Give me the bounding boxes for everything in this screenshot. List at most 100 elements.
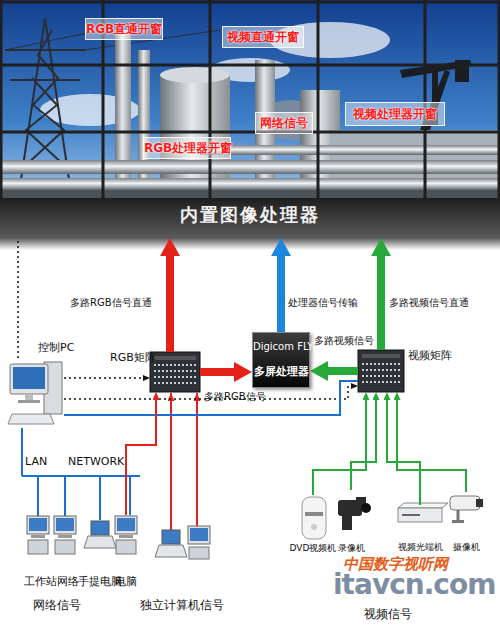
node-label: RGB处理器开窗: [144, 138, 230, 158]
computer: 电脑: [114, 515, 138, 555]
signal-connector: [313, 400, 366, 495]
computer-icon: [189, 547, 209, 559]
video-device-icon: [476, 499, 483, 507]
node-label: 录像机: [338, 543, 365, 554]
node-label: 视频矩阵: [408, 349, 452, 362]
pipeline: [200, 145, 500, 155]
wall-window: RGB处理器开窗: [143, 137, 231, 159]
signal-wire: [171, 393, 197, 530]
matrix-device: [154, 370, 196, 372]
signal-connector: [377, 256, 385, 350]
signal-connector: [64, 377, 143, 379]
video-device-icon: [398, 503, 448, 508]
matrix-device: [154, 376, 196, 378]
computer-icon: [84, 536, 116, 548]
video-source: 视频光端机: [398, 505, 442, 525]
screen-grid: [0, 64, 500, 67]
computer-icon: [116, 540, 136, 554]
node-label: 网络信号: [256, 113, 312, 133]
computer: 工作站网络: [25, 515, 77, 555]
computer-icon: [56, 518, 74, 531]
group-label: 独立计算机信号: [140, 597, 224, 614]
screen-grid: [0, 1, 500, 4]
bus-label: LAN: [25, 455, 47, 468]
node-label: RGB直通开窗: [86, 19, 162, 39]
edge-label: 多路视频信号: [314, 334, 374, 348]
watermark: itavcn.com: [333, 568, 495, 601]
matrix-device: [362, 375, 400, 377]
pc-icon: [8, 414, 54, 424]
matrix-device: [362, 363, 400, 365]
band-fade: [0, 238, 500, 250]
signal-connector: [17, 238, 19, 358]
control-pc: 控制PC: [8, 358, 64, 428]
video-source: DVD视频机: [300, 495, 326, 539]
computer-icon: [55, 540, 75, 554]
video-device-icon: [302, 496, 483, 539]
power-tower: [26, 30, 64, 165]
node-label: 控制PC: [38, 341, 74, 354]
matrix-device: [362, 354, 400, 358]
video-device-icon: [452, 520, 464, 523]
screen-grid: [498, 0, 500, 200]
group-label: 视频信号: [364, 606, 412, 623]
matrix-device: [154, 365, 196, 383]
lan-bus: [37, 476, 39, 516]
screen-grid: [424, 0, 427, 200]
wall-window: RGB直通开窗: [85, 18, 163, 40]
pc-icon: [25, 394, 33, 400]
matrix-device: [362, 369, 400, 371]
screen-grid: [0, 0, 3, 200]
computer-icon: [188, 526, 210, 544]
signal-connector: [397, 400, 466, 492]
matrix-device: [358, 350, 404, 392]
computer-icon: [54, 516, 76, 534]
computer-icon: [27, 516, 210, 559]
signal-connector: [351, 400, 376, 490]
signal-connector: [64, 381, 358, 415]
matrix-device: [362, 364, 400, 382]
matrix-device: [150, 352, 200, 392]
power-tower: [5, 49, 85, 51]
computer-icon: [190, 528, 208, 541]
node-label: RGB矩阵: [110, 351, 156, 364]
group-label: 网络信号: [33, 597, 81, 614]
computer-icon: [27, 516, 49, 534]
screen-grid: [0, 0, 500, 200]
signal-connector: [277, 256, 285, 332]
node-label: 视频直通开窗: [223, 27, 303, 47]
computer-icon: [29, 518, 47, 531]
video-device-icon: [402, 514, 420, 516]
lan-bus: [64, 476, 66, 516]
wall-window: 网络信号: [255, 112, 313, 134]
edge-label: 多路RGB信号直通: [70, 296, 152, 310]
video-device-icon: [398, 508, 442, 522]
node-label: 工作站网络: [24, 575, 79, 588]
wall-window: 视频直通开窗: [222, 26, 304, 48]
node-label: 多屏处理器: [253, 365, 309, 378]
multi-screen-processor: Digicom FLY 多屏处理器: [252, 332, 310, 388]
signal-connector: [328, 367, 358, 375]
pc-icon: [18, 400, 40, 403]
node-label: 内置图像处理器: [0, 204, 500, 226]
computer: 手提电脑: [88, 520, 112, 554]
signal-wire: [196, 393, 198, 526]
industrial-plant: [138, 50, 150, 200]
node-label: 电脑: [115, 575, 137, 588]
lan-bus: [99, 476, 101, 520]
computer-icon: [31, 535, 45, 538]
node-label: Digicom FLY: [253, 341, 309, 353]
video-device-icon: [457, 510, 460, 521]
computer-icon: [91, 521, 109, 535]
video-wall-band: 内置图像处理器 RGB直通开窗 视频直通开窗视频处理器开窗 网络信号 RGB处理器开窗: [0, 0, 500, 238]
power-tower: [10, 79, 80, 81]
lan-bus: [22, 428, 140, 520]
wall-window: 视频处理器开窗: [345, 102, 445, 126]
pc-icon: [13, 367, 45, 389]
pc-icon: [10, 364, 48, 394]
matrix-device: [154, 356, 196, 360]
node-label: DVD视频机: [290, 543, 337, 554]
